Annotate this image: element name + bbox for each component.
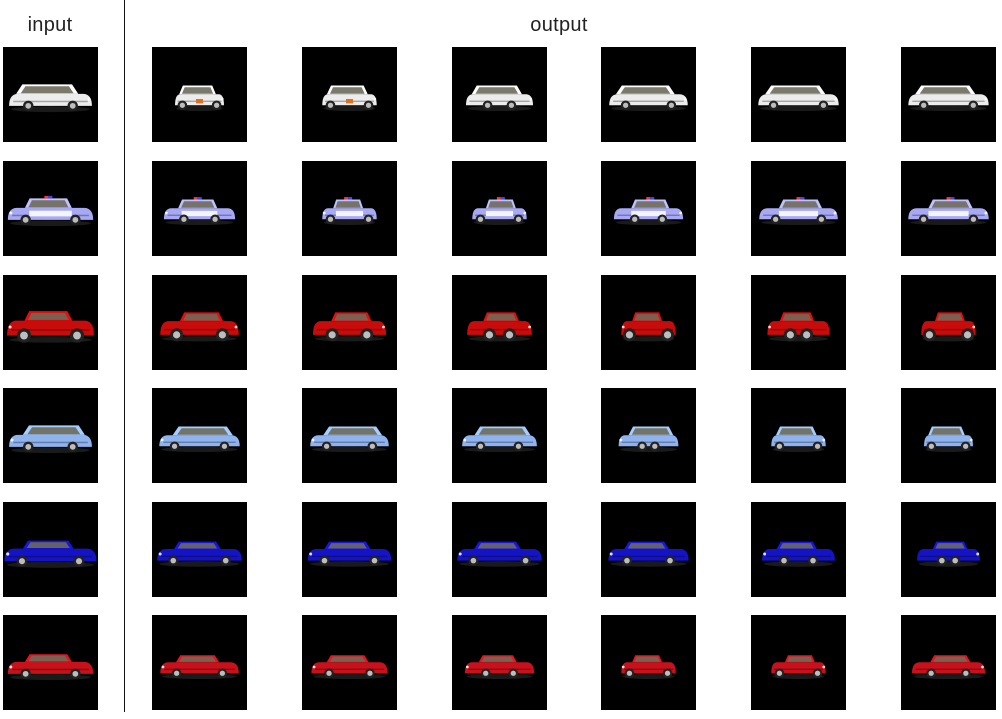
output-view-pickup-truck-2 <box>302 275 397 370</box>
output-view-hatchback-1 <box>152 388 247 483</box>
output-view-pickup-truck-5 <box>751 275 846 370</box>
output-view-police-car-1 <box>152 161 247 256</box>
output-view-suv-5 <box>751 47 846 142</box>
output-view-sedan-1 <box>152 502 247 597</box>
output-view-hatchback-6 <box>901 388 996 483</box>
input-image-pickup-truck <box>3 275 98 370</box>
output-view-police-car-6 <box>901 161 996 256</box>
output-view-coupe-3 <box>452 615 547 710</box>
output-view-sedan-4 <box>601 502 696 597</box>
output-column-title: output <box>530 14 588 36</box>
output-view-pickup-truck-3 <box>452 275 547 370</box>
input-image-coupe <box>3 615 98 710</box>
output-view-hatchback-5 <box>751 388 846 483</box>
output-view-coupe-4 <box>601 615 696 710</box>
input-image-sedan <box>3 502 98 597</box>
output-view-pickup-truck-1 <box>152 275 247 370</box>
output-view-hatchback-2 <box>302 388 397 483</box>
output-view-police-car-5 <box>751 161 846 256</box>
output-view-police-car-4 <box>601 161 696 256</box>
output-view-suv-3 <box>452 47 547 142</box>
output-view-hatchback-4 <box>601 388 696 483</box>
column-divider <box>124 0 125 712</box>
input-image-hatchback <box>3 388 98 483</box>
output-view-hatchback-3 <box>452 388 547 483</box>
output-view-pickup-truck-4 <box>601 275 696 370</box>
output-view-sedan-2 <box>302 502 397 597</box>
output-view-police-car-3 <box>452 161 547 256</box>
output-view-suv-4 <box>601 47 696 142</box>
output-view-suv-1 <box>152 47 247 142</box>
output-view-sedan-6 <box>901 502 996 597</box>
output-view-sedan-3 <box>452 502 547 597</box>
output-view-suv-2 <box>302 47 397 142</box>
input-column-title: input <box>27 14 73 36</box>
input-image-police-car <box>3 161 98 256</box>
output-view-sedan-5 <box>751 502 846 597</box>
output-view-coupe-5 <box>751 615 846 710</box>
output-view-pickup-truck-6 <box>901 275 996 370</box>
input-image-suv <box>3 47 98 142</box>
output-view-coupe-6 <box>901 615 996 710</box>
output-view-suv-6 <box>901 47 996 142</box>
output-view-coupe-1 <box>152 615 247 710</box>
output-view-police-car-2 <box>302 161 397 256</box>
output-view-coupe-2 <box>302 615 397 710</box>
